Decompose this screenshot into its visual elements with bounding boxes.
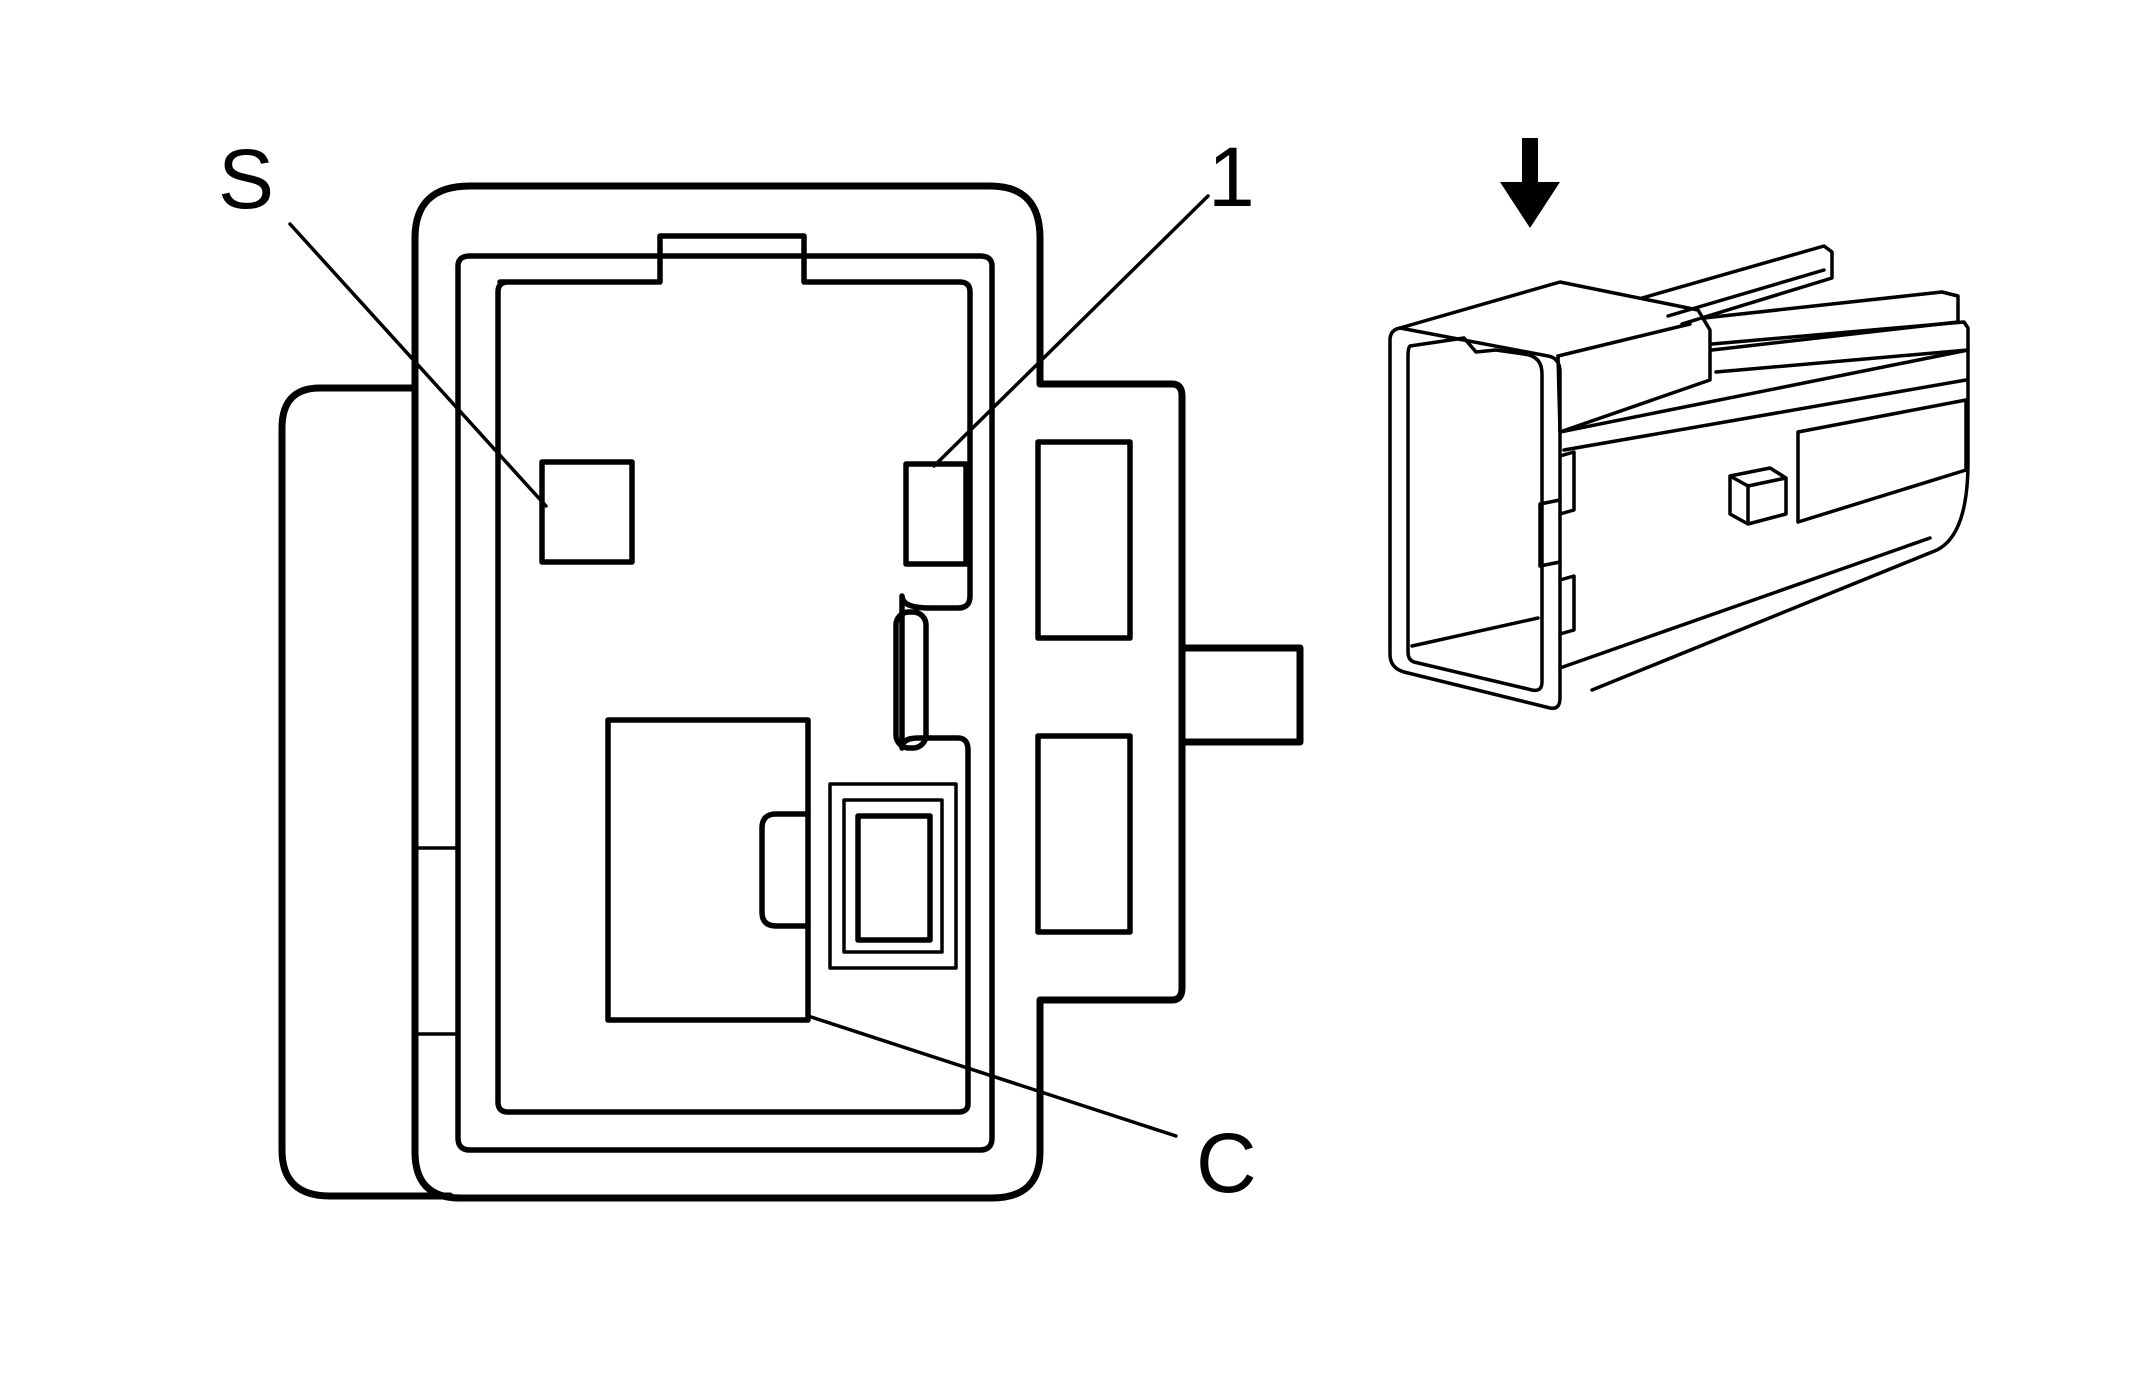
label-c: C: [1196, 1116, 1257, 1210]
iso-side-recess: [1796, 398, 1968, 524]
iso-rear-rail-lower: [1710, 320, 1970, 374]
label-1: 1: [1208, 130, 1255, 224]
lock-inner: [855, 813, 933, 943]
terminal-s: [539, 459, 635, 565]
label-s: S: [218, 132, 274, 226]
middle-wall: [455, 253, 995, 1153]
iso-side-window-lower: [1558, 574, 1576, 636]
iso-side-notch: [1538, 498, 1562, 568]
lock-outer: [828, 782, 958, 970]
left-shell: [278, 384, 454, 1200]
iso-top-rail: [1640, 244, 1834, 326]
iso-front-outer: [1388, 326, 1562, 711]
leader-1: [932, 194, 1210, 468]
outer-housing: [411, 182, 1186, 1202]
leader-s: [288, 222, 548, 508]
iso-front-floor: [1410, 616, 1540, 648]
window-upper: [1035, 439, 1133, 641]
iso-side-line: [1562, 378, 1968, 452]
iso-side-lower-edge: [1558, 536, 1932, 670]
down-arrow-icon: [1500, 138, 1560, 228]
leader-c: [806, 1014, 1178, 1138]
inner-cavity: [495, 233, 973, 1115]
iso-latch-cube: [1728, 466, 1788, 526]
lock-middle: [842, 798, 944, 954]
connector-front-view: [278, 182, 1304, 1202]
iso-front-inner: [1406, 336, 1544, 693]
terminal-c-tab: [759, 811, 811, 929]
window-lower: [1035, 733, 1133, 935]
terminal-c: [605, 717, 811, 1023]
terminal-1: [903, 461, 969, 567]
leader-lines: [288, 194, 1210, 1138]
iso-top-face-line: [1556, 322, 1692, 358]
latch-slot: [893, 609, 929, 751]
iso-side-body: [1558, 348, 1970, 692]
connector-iso-view: [1388, 244, 1970, 711]
iso-side-window-upper: [1558, 450, 1576, 516]
side-tab: [1178, 644, 1304, 746]
